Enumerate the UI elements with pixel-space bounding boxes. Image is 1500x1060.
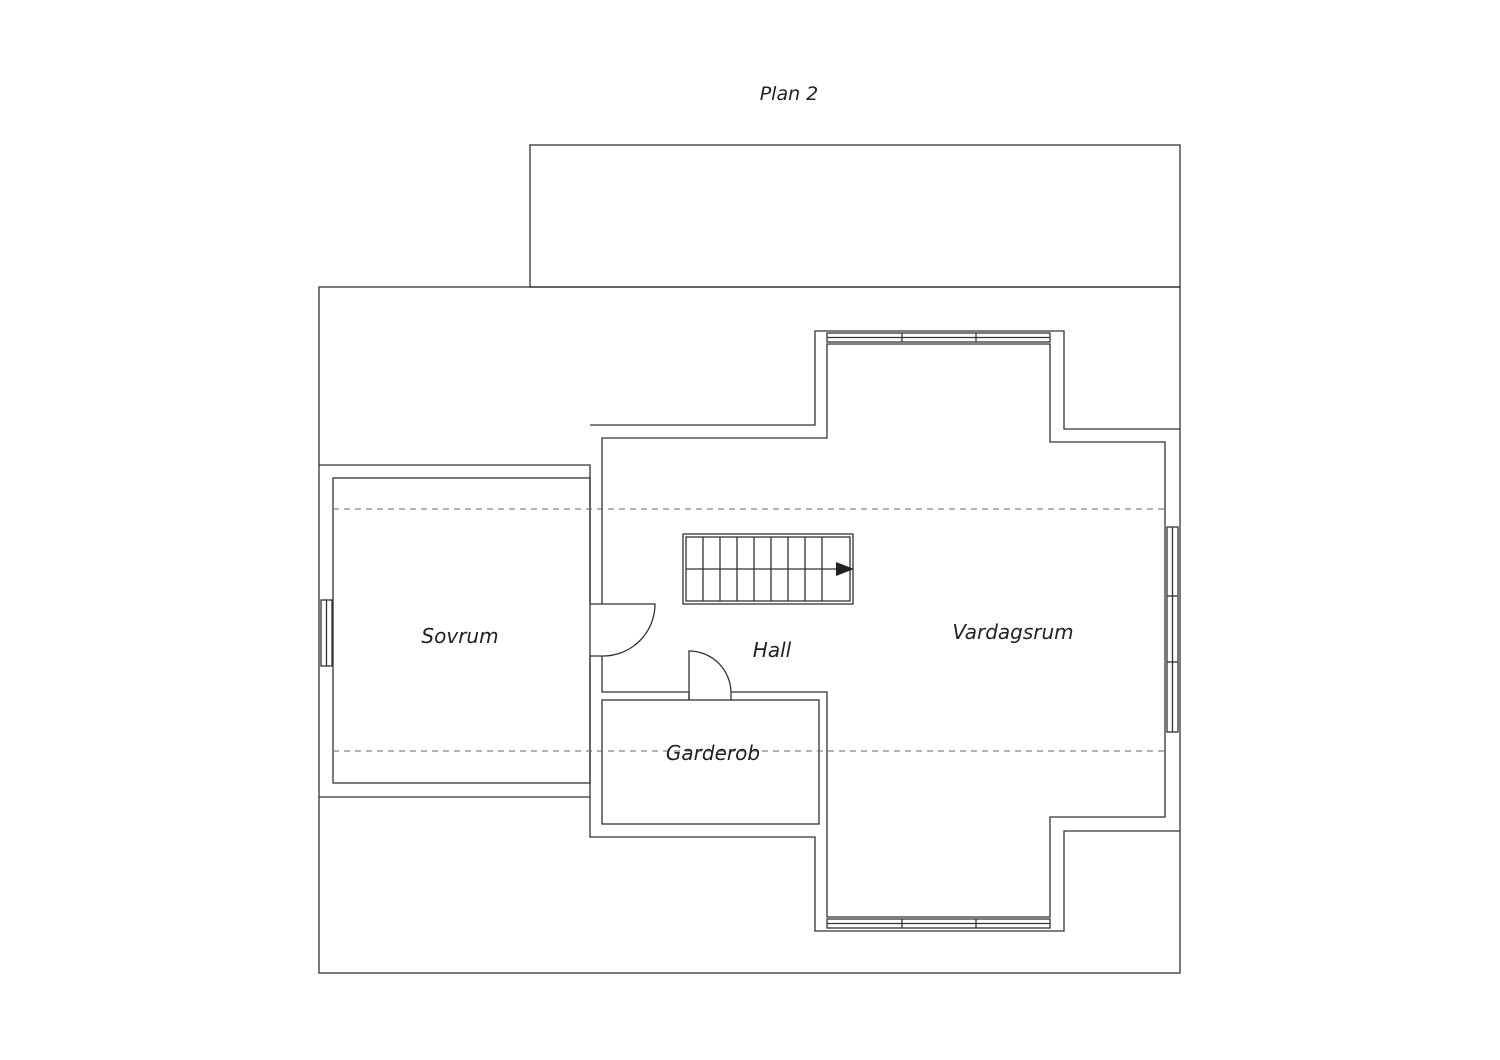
sovrum-door-swing <box>601 603 656 657</box>
sovrum-inner-wall <box>332 477 591 784</box>
central-inner-wall <box>601 343 1166 918</box>
staircase <box>682 533 854 605</box>
room-label-garderob: Garderob <box>666 741 760 765</box>
upper-roof-outline <box>529 144 1181 288</box>
sovrum-door-jambs <box>590 603 602 657</box>
central-outer-wall <box>589 330 1180 932</box>
plan-title: Plan 2 <box>760 83 819 105</box>
stair-direction-arrow-icon <box>836 562 854 576</box>
room-label-sovrum: Sovrum <box>421 624 498 648</box>
room-label-hall: Hall <box>753 638 792 662</box>
room-label-vardagsrum: Vardagsrum <box>952 620 1073 644</box>
left-window <box>320 599 333 667</box>
garderob-wall <box>601 699 820 825</box>
garderob-door-swing <box>688 650 732 700</box>
bottom-window <box>826 918 1051 929</box>
main-roof-outline <box>318 286 1181 974</box>
top-window <box>826 332 1051 343</box>
right-window <box>1166 526 1179 733</box>
garderob-door-jambs <box>688 692 732 700</box>
